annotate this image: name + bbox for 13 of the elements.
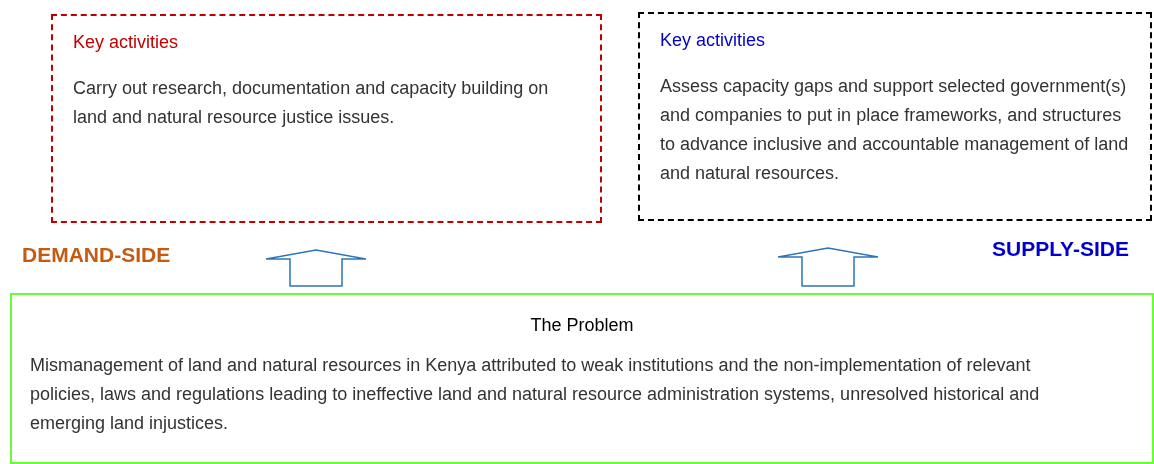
side-label: SUPPLY-SIDE — [992, 237, 1129, 261]
box-heading: Key activities — [660, 30, 766, 51]
block-arrow — [777, 247, 879, 287]
box-heading: The Problem — [529, 315, 635, 336]
block-arrow — [265, 249, 367, 287]
box-heading: Key activities — [73, 32, 179, 53]
box-text: Carry out research, documentation and capacity building on land and natural resource justice issues. — [73, 77, 550, 129]
side-label: DEMAND-SIDE — [22, 243, 171, 267]
box-text: Assess capacity gaps and support selected government(s) and companies to put in place frameworks, and structures to advance inclusive and accountable management of land and natural resources. — [660, 75, 1130, 185]
activity-box — [51, 14, 602, 223]
problem-box — [10, 293, 1154, 464]
box-text: Mismanagement of land and natural resources in Kenya attributed to weak institutions and the non-implementation of relevant policies, laws and regulations leading to ineffective land and natural resource administration systems, unresolved historical and emerging land injustices. — [30, 354, 1041, 435]
activity-box — [638, 12, 1152, 221]
